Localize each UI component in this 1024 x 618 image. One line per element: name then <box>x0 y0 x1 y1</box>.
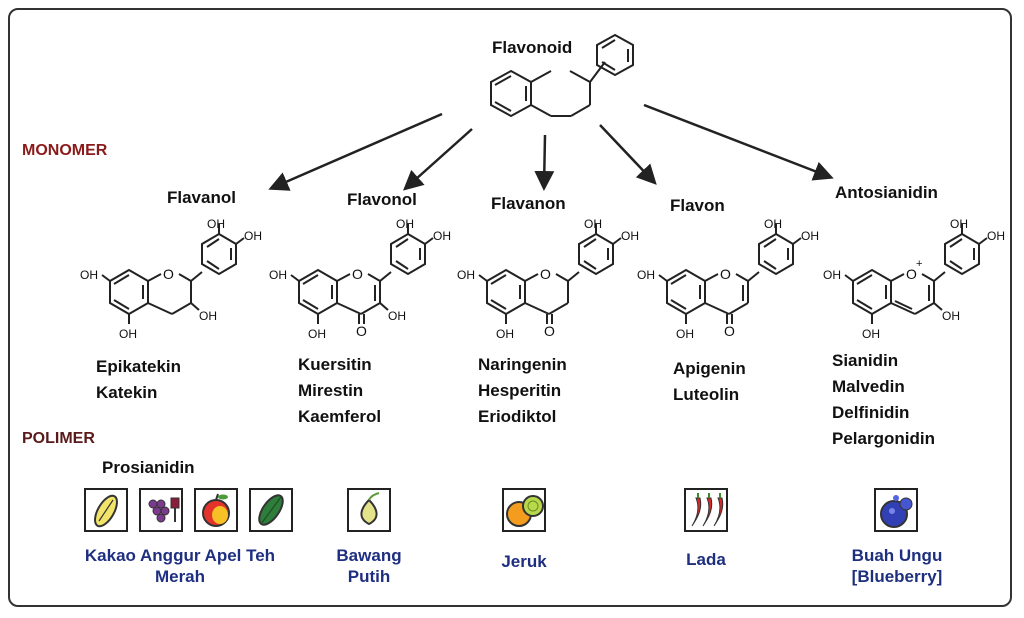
class-title-flavanol: Flavanol <box>167 188 236 207</box>
polymer-label-prosianidin: Prosianidin <box>102 458 195 477</box>
flavanon-o-label: O <box>540 266 551 282</box>
compound-kaemferol: Kaemferol <box>298 407 382 426</box>
flavanon-oh-4: OH <box>496 327 514 341</box>
compound-list-flavonol: Kuersitin Mirestin Kaemferol <box>298 352 381 430</box>
antosianidin-oh-4: OH <box>862 327 880 341</box>
compound-kuersitin: Kuersitin <box>298 355 372 374</box>
cocoa-pod-icon <box>84 488 128 532</box>
flavanol-structure <box>101 224 245 324</box>
compound-list-antosianidin: Sianidin Malvedin Delfinidin Pelargonidi… <box>832 348 935 452</box>
compound-list-flavanon: Naringenin Hesperitin Eriodiktol <box>478 352 567 430</box>
compound-list-flavon: Apigenin Luteolin <box>673 356 746 408</box>
compound-list-flavanol: Epikatekin Katekin <box>96 354 181 406</box>
flavon-oh-3: OH <box>637 268 655 282</box>
class-title-flavonol: Flavonol <box>347 190 417 209</box>
compound-apigenin: Apigenin <box>673 359 746 378</box>
source-label-jeruk: Jeruk <box>501 552 547 571</box>
flavanol-oh-5: OH <box>199 309 217 323</box>
source-label-buah-ungu: Buah Ungu <box>851 546 943 565</box>
flavanon-oxo-label: O <box>544 323 555 339</box>
flavonoid-structure <box>490 33 634 118</box>
flavonoid-diagram: O OH OH OH OH OH <box>80 33 1005 341</box>
flavanon-oh-2: OH <box>621 229 639 243</box>
source-label-putih: Putih <box>347 567 391 586</box>
blueberry-icon <box>874 488 918 532</box>
source-label-merah: Merah <box>154 567 206 586</box>
source-label-group-1: Kakao Anggur Apel Teh Merah <box>72 545 288 587</box>
flavon-structure <box>658 224 802 324</box>
flavonol-oh-1: OH <box>396 217 414 231</box>
source-label-kakao-anggur-apel-teh: Kakao Anggur Apel Teh <box>84 546 276 565</box>
root-label: Flavonoid <box>492 38 573 57</box>
apple-icon <box>194 488 238 532</box>
flavonol-oh-2: OH <box>433 229 451 243</box>
garlic-icon <box>347 488 391 532</box>
arrow-to-flavonol <box>403 128 473 191</box>
compound-delfinidin: Delfinidin <box>832 403 910 422</box>
source-label-lada: Lada <box>686 550 726 569</box>
flavanon-structure <box>478 224 622 324</box>
arrow-to-antosianidin <box>643 103 834 181</box>
class-title-flavanon: Flavanon <box>491 194 566 213</box>
flavonol-structure <box>290 224 434 324</box>
grape-wine-icon <box>139 488 183 532</box>
arrow-to-flavon <box>599 124 657 185</box>
compound-malvedin: Malvedin <box>832 377 905 396</box>
section-monomer: MONOMER <box>22 142 108 159</box>
compound-epikatekin: Epikatekin <box>96 357 182 376</box>
arrow-to-flavanol <box>268 112 443 191</box>
source-label-bawang: Bawang <box>336 546 402 565</box>
flavon-oxo-label: O <box>724 323 735 339</box>
antosianidin-oh-5: OH <box>942 309 960 323</box>
flavanol-oh-3: OH <box>80 268 98 282</box>
flavon-o-label: O <box>720 266 731 282</box>
compound-eriodiktol: Eriodiktol <box>478 407 557 426</box>
flavonol-oh-4: OH <box>308 327 326 341</box>
compound-luteolin: Luteolin <box>673 385 740 404</box>
compound-hesperitin: Hesperitin <box>478 381 562 400</box>
source-label-blueberry: [Blueberry] <box>851 567 943 586</box>
class-title-flavon: Flavon <box>670 196 725 215</box>
flavanol-oh-1: OH <box>207 217 225 231</box>
chili-pepper-icon <box>684 488 728 532</box>
flavonol-oxo-label: O <box>356 323 367 339</box>
flavon-oh-1: OH <box>764 217 782 231</box>
antosianidin-structure <box>844 224 988 324</box>
section-polymer: POLIMER <box>22 430 95 447</box>
compound-pelargonidin: Pelargonidin <box>832 429 935 448</box>
tea-leaf-icon <box>249 488 293 532</box>
diagram-frame: O OH OH OH OH OH <box>8 8 1012 607</box>
flavonol-o-label: O <box>352 266 363 282</box>
compound-sianidin: Sianidin <box>832 351 899 370</box>
antosianidin-oh-3: OH <box>823 268 841 282</box>
flavanol-o-label: O <box>163 266 174 282</box>
source-label-group-2: Bawang Putih <box>326 545 412 587</box>
flavanon-oh-1: OH <box>584 217 602 231</box>
class-title-antosianidin: Antosianidin <box>835 183 938 202</box>
compound-naringenin: Naringenin <box>478 355 567 374</box>
arrows <box>268 103 834 191</box>
flavon-oh-4: OH <box>676 327 694 341</box>
antosianidin-oh-2: OH <box>987 229 1005 243</box>
flavanon-oh-3: OH <box>457 268 475 282</box>
flavon-oh-2: OH <box>801 229 819 243</box>
compound-mirestin: Mirestin <box>298 381 364 400</box>
antosianidin-plus-label: + <box>916 258 922 270</box>
source-label-group-5: Buah Ungu [Blueberry] <box>836 545 958 587</box>
antosianidin-o-label: O <box>906 266 917 282</box>
flavonol-oh-5: OH <box>388 309 406 323</box>
flavanol-oh-2: OH <box>244 229 262 243</box>
flavonol-oh-3: OH <box>269 268 287 282</box>
compound-katekin: Katekin <box>96 383 158 402</box>
arrow-to-flavanon <box>534 134 555 191</box>
antosianidin-oh-1: OH <box>950 217 968 231</box>
citrus-icon <box>502 488 546 532</box>
flavanol-oh-4: OH <box>119 327 137 341</box>
